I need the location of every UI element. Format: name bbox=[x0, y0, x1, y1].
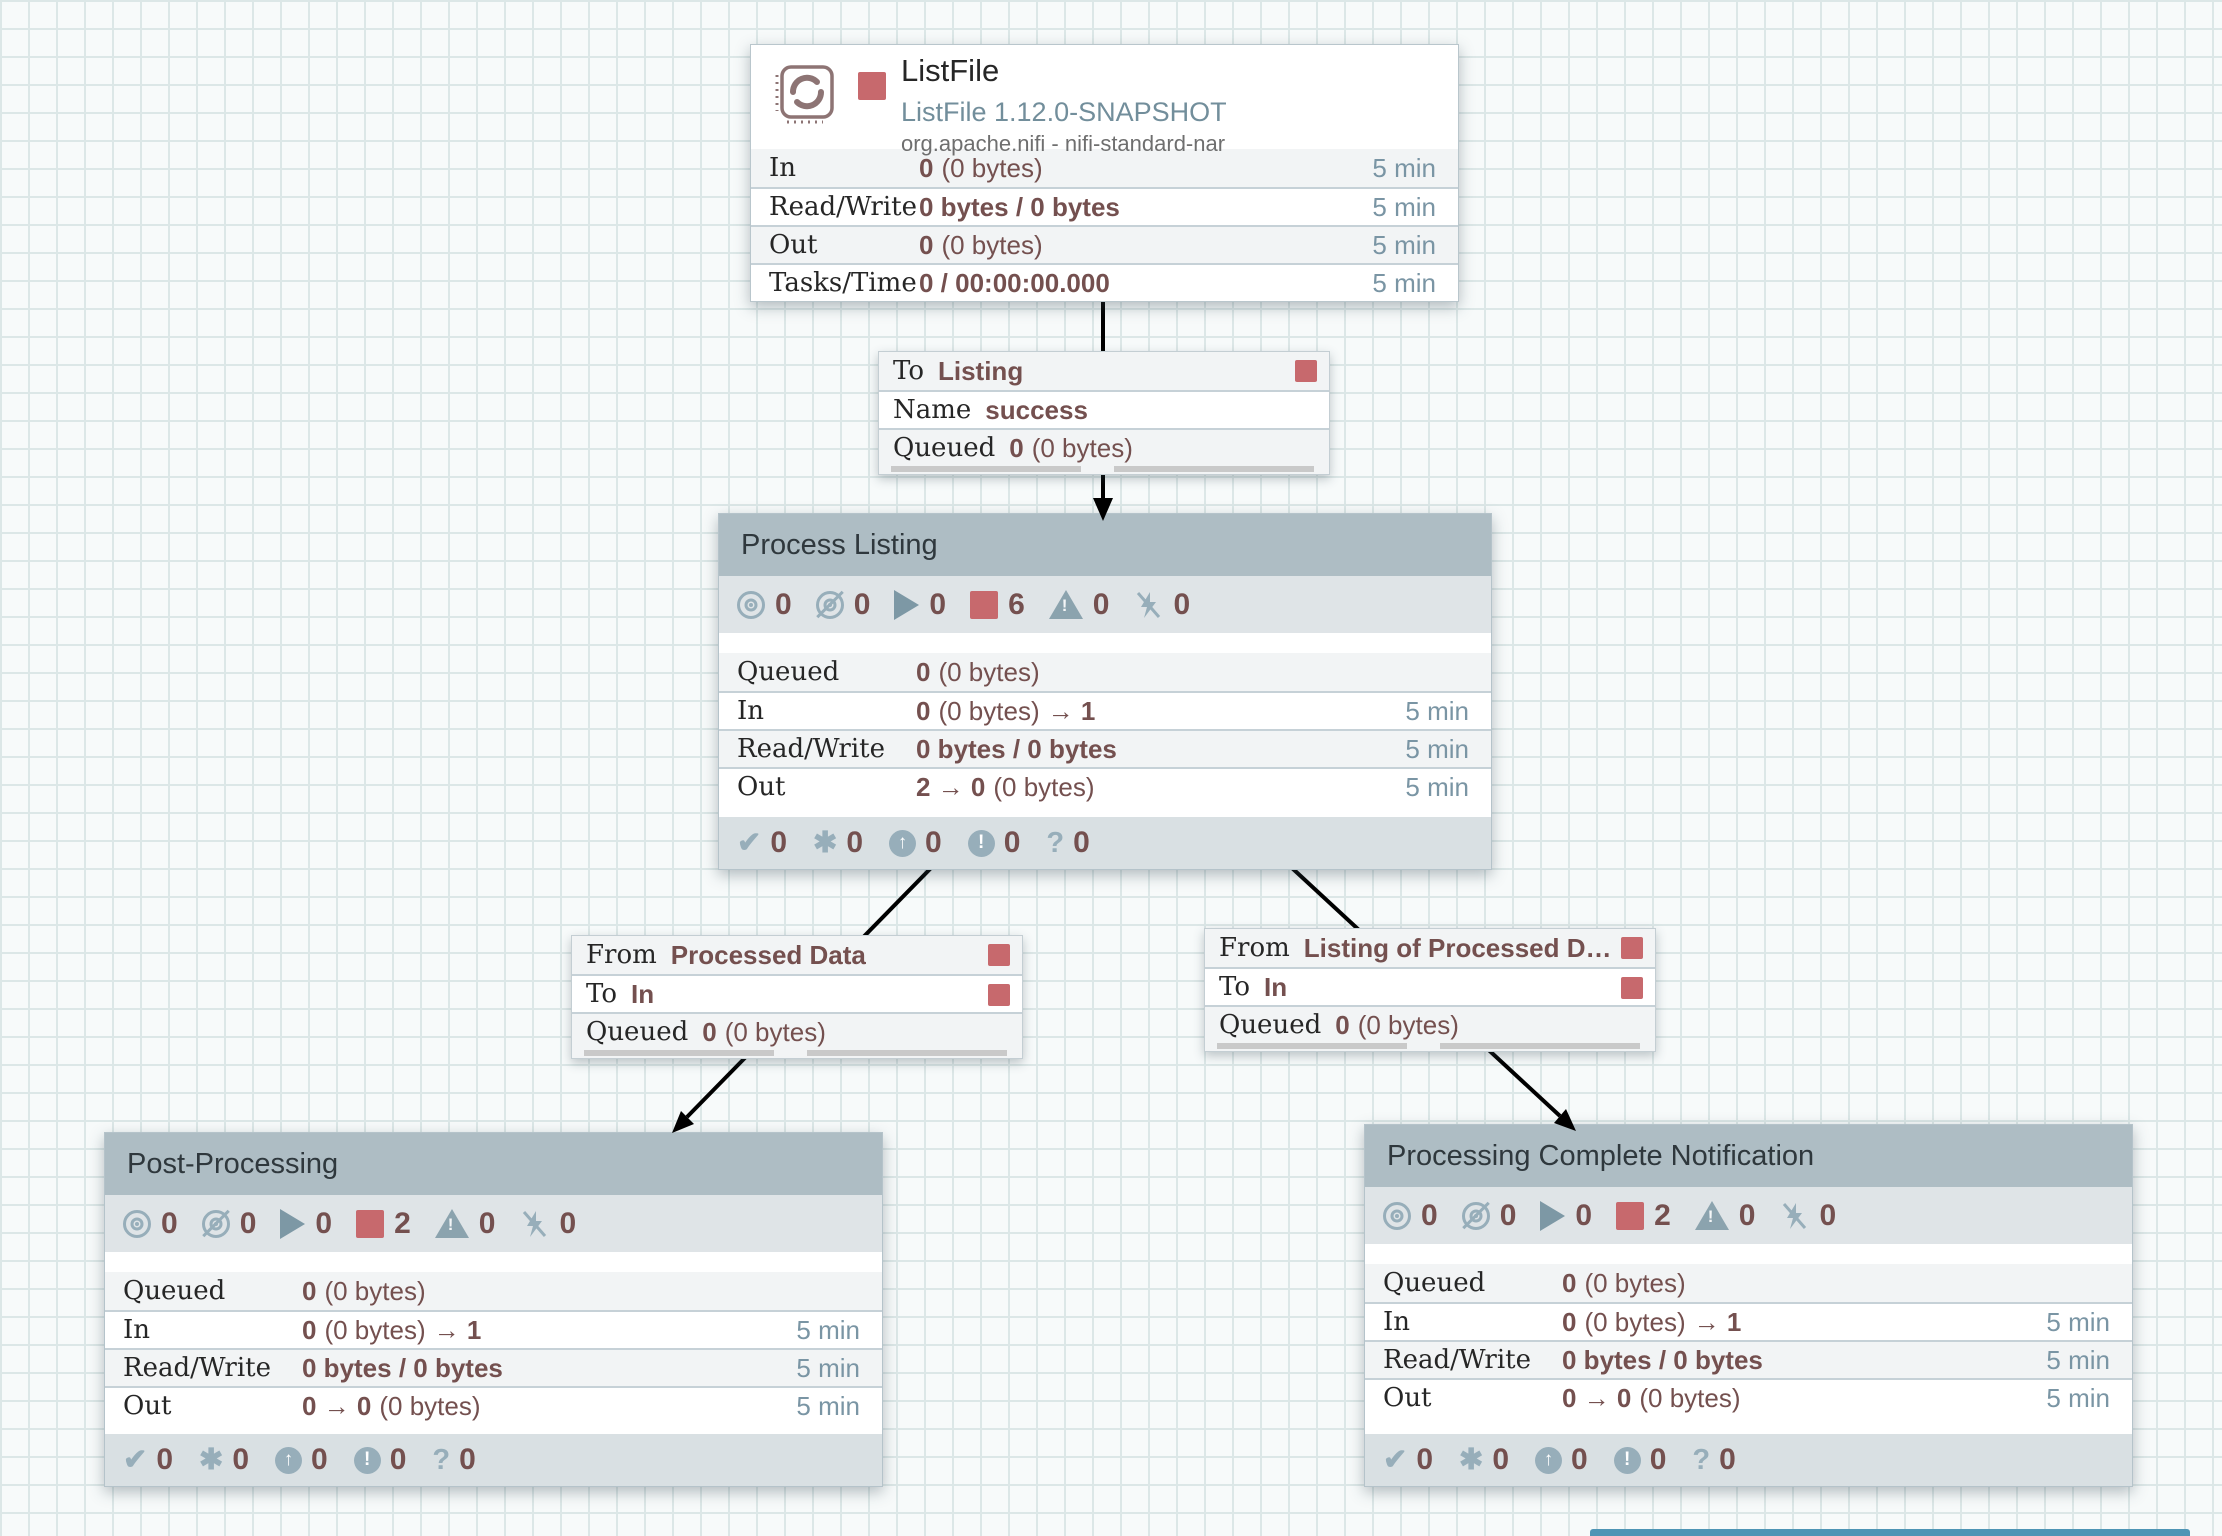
connection-queued-row: Queued 0 (0 bytes) bbox=[879, 428, 1329, 466]
process-group-status-bar: 0 0 0 2 0 0 bbox=[1365, 1187, 2132, 1244]
disabled-icon bbox=[1779, 1201, 1809, 1231]
version-status-bar: ✔0 ✱0 ↑0 !0 ?0 bbox=[719, 817, 1491, 869]
version-modified-icon: ✱ bbox=[199, 1443, 224, 1476]
process-group-title: Process Listing bbox=[741, 528, 938, 561]
stopped-icon bbox=[970, 590, 999, 619]
stopped-status-icon bbox=[988, 944, 1010, 966]
version-sync-failure-icon: ? bbox=[1046, 826, 1065, 859]
stat-row-tasks: Tasks/Time 0 / 00:00:00.000 5 min bbox=[751, 263, 1458, 301]
connection-to-row: To In bbox=[1205, 967, 1655, 1005]
version-modified-stale-icon: ! bbox=[1613, 1446, 1641, 1474]
connection-to-row: To In bbox=[572, 974, 1022, 1012]
version-status-bar: ✔0 ✱0 ↑0 !0 ?0 bbox=[105, 1434, 882, 1486]
process-group-title: Post-Processing bbox=[127, 1147, 339, 1180]
stopped-status-icon bbox=[1295, 360, 1317, 382]
stat-row-readwrite: Read/Write 0 bytes / 0 bytes 5 min bbox=[105, 1348, 882, 1386]
process-group-processing-complete[interactable]: Processing Complete Notification 0 0 0 2… bbox=[1364, 1124, 2133, 1487]
queue-percent-bars bbox=[879, 466, 1329, 474]
queue-percent-bars bbox=[572, 1050, 1022, 1058]
processor-name: ListFile bbox=[901, 53, 1000, 88]
disabled-icon bbox=[1133, 590, 1163, 620]
processor-bundle: org.apache.nifi - nifi-standard-nar bbox=[901, 131, 1226, 156]
connection-from-row: From Processed Data bbox=[572, 936, 1022, 974]
connection-name-row: Name success bbox=[879, 390, 1329, 428]
invalid-icon bbox=[1694, 1201, 1729, 1230]
process-group-process-listing[interactable]: Process Listing 0 0 0 6 0 0 Queued 0(0 b… bbox=[718, 513, 1492, 870]
version-stale-icon: ↑ bbox=[1535, 1446, 1562, 1474]
stopped-status-icon bbox=[1621, 977, 1643, 999]
connection-from-row: From Listing of Processed D… bbox=[1205, 929, 1655, 967]
process-group-post-processing[interactable]: Post-Processing 0 0 0 2 0 0 Queued 0(0 b… bbox=[104, 1132, 883, 1487]
stat-row-readwrite: Read/Write 0 bytes / 0 bytes 5 min bbox=[751, 187, 1458, 225]
version-current-icon: ✔ bbox=[1383, 1443, 1408, 1476]
stat-row-queued: Queued 0(0 bytes) bbox=[1365, 1264, 2132, 1302]
process-group-header[interactable]: Process Listing bbox=[719, 514, 1491, 576]
invalid-icon bbox=[1048, 590, 1083, 619]
stat-row-out: Out 0 → 0(0 bytes) 5 min bbox=[105, 1386, 882, 1424]
connection-queued-row: Queued 0 (0 bytes) bbox=[1205, 1005, 1655, 1043]
process-group-status-bar: 0 0 0 6 0 0 bbox=[719, 576, 1491, 633]
processor-type-icon bbox=[775, 65, 834, 124]
version-modified-stale-icon: ! bbox=[353, 1446, 381, 1474]
disabled-icon bbox=[519, 1209, 549, 1239]
stat-row-out: Out 0(0 bytes) 5 min bbox=[751, 225, 1458, 263]
stopped-icon bbox=[356, 1209, 385, 1238]
version-modified-stale-icon: ! bbox=[967, 829, 995, 857]
running-icon bbox=[1540, 1200, 1566, 1231]
transmitting-icon bbox=[1383, 1201, 1411, 1230]
connection-to-row: To Listing bbox=[879, 352, 1329, 390]
version-stale-icon: ↑ bbox=[889, 829, 916, 857]
transmitting-icon bbox=[123, 1209, 151, 1238]
stat-row-queued: Queued 0(0 bytes) bbox=[719, 653, 1491, 691]
version-modified-icon: ✱ bbox=[1459, 1443, 1484, 1476]
stopped-icon bbox=[1616, 1201, 1645, 1230]
connection-label-listing-processed[interactable]: From Listing of Processed D… To In Queue… bbox=[1204, 928, 1656, 1052]
stat-row-in: In 0(0 bytes) 5 min bbox=[751, 149, 1458, 187]
version-status-bar: ✔0 ✱0 ↑0 !0 ?0 bbox=[1365, 1434, 2132, 1486]
arrowhead-processed-data bbox=[672, 1111, 694, 1133]
process-group-header[interactable]: Processing Complete Notification bbox=[1365, 1125, 2132, 1187]
processor-type: ListFile 1.12.0-SNAPSHOT bbox=[901, 97, 1227, 127]
stopped-status-icon bbox=[1621, 937, 1643, 959]
stat-row-queued: Queued 0(0 bytes) bbox=[105, 1272, 882, 1310]
running-icon bbox=[280, 1208, 306, 1239]
stopped-status-icon bbox=[858, 72, 886, 100]
stat-row-in: In 0(0 bytes)→ 1 5 min bbox=[1365, 1302, 2132, 1340]
not-transmitting-icon bbox=[1461, 1201, 1490, 1230]
version-modified-icon: ✱ bbox=[813, 826, 838, 859]
stat-row-in: In 0(0 bytes)→ 1 5 min bbox=[719, 691, 1491, 729]
version-current-icon: ✔ bbox=[123, 1443, 148, 1476]
stat-row-out: Out 0 → 0(0 bytes) 5 min bbox=[1365, 1378, 2132, 1416]
stat-row-out: Out 2 → 0(0 bytes) 5 min bbox=[719, 767, 1491, 805]
version-sync-failure-icon: ? bbox=[1692, 1443, 1711, 1476]
connection-queued-row: Queued 0 (0 bytes) bbox=[572, 1012, 1022, 1050]
connection-label-success[interactable]: To Listing Name success Queued 0 (0 byte… bbox=[878, 351, 1330, 475]
offscreen-component-edge[interactable] bbox=[1590, 1529, 2190, 1536]
transmitting-icon bbox=[737, 590, 765, 619]
version-current-icon: ✔ bbox=[737, 826, 762, 859]
stopped-status-icon bbox=[988, 984, 1010, 1006]
processor-listfile[interactable]: ListFile ListFile 1.12.0-SNAPSHOT org.ap… bbox=[750, 44, 1459, 302]
version-sync-failure-icon: ? bbox=[432, 1443, 451, 1476]
stat-row-readwrite: Read/Write 0 bytes / 0 bytes 5 min bbox=[719, 729, 1491, 767]
stat-row-readwrite: Read/Write 0 bytes / 0 bytes 5 min bbox=[1365, 1340, 2132, 1378]
connection-label-processed-data[interactable]: From Processed Data To In Queued 0 (0 by… bbox=[571, 935, 1023, 1059]
not-transmitting-icon bbox=[815, 590, 844, 619]
not-transmitting-icon bbox=[201, 1209, 230, 1238]
queue-percent-bars bbox=[1205, 1043, 1655, 1051]
process-group-status-bar: 0 0 0 2 0 0 bbox=[105, 1195, 882, 1252]
version-stale-icon: ↑ bbox=[275, 1446, 302, 1474]
processor-header: ListFile ListFile 1.12.0-SNAPSHOT org.ap… bbox=[751, 45, 1458, 156]
process-group-header[interactable]: Post-Processing bbox=[105, 1133, 882, 1195]
invalid-icon bbox=[434, 1209, 469, 1238]
process-group-title: Processing Complete Notification bbox=[1387, 1139, 1815, 1172]
stat-row-in: In 0(0 bytes)→ 1 5 min bbox=[105, 1310, 882, 1348]
running-icon bbox=[894, 589, 920, 620]
